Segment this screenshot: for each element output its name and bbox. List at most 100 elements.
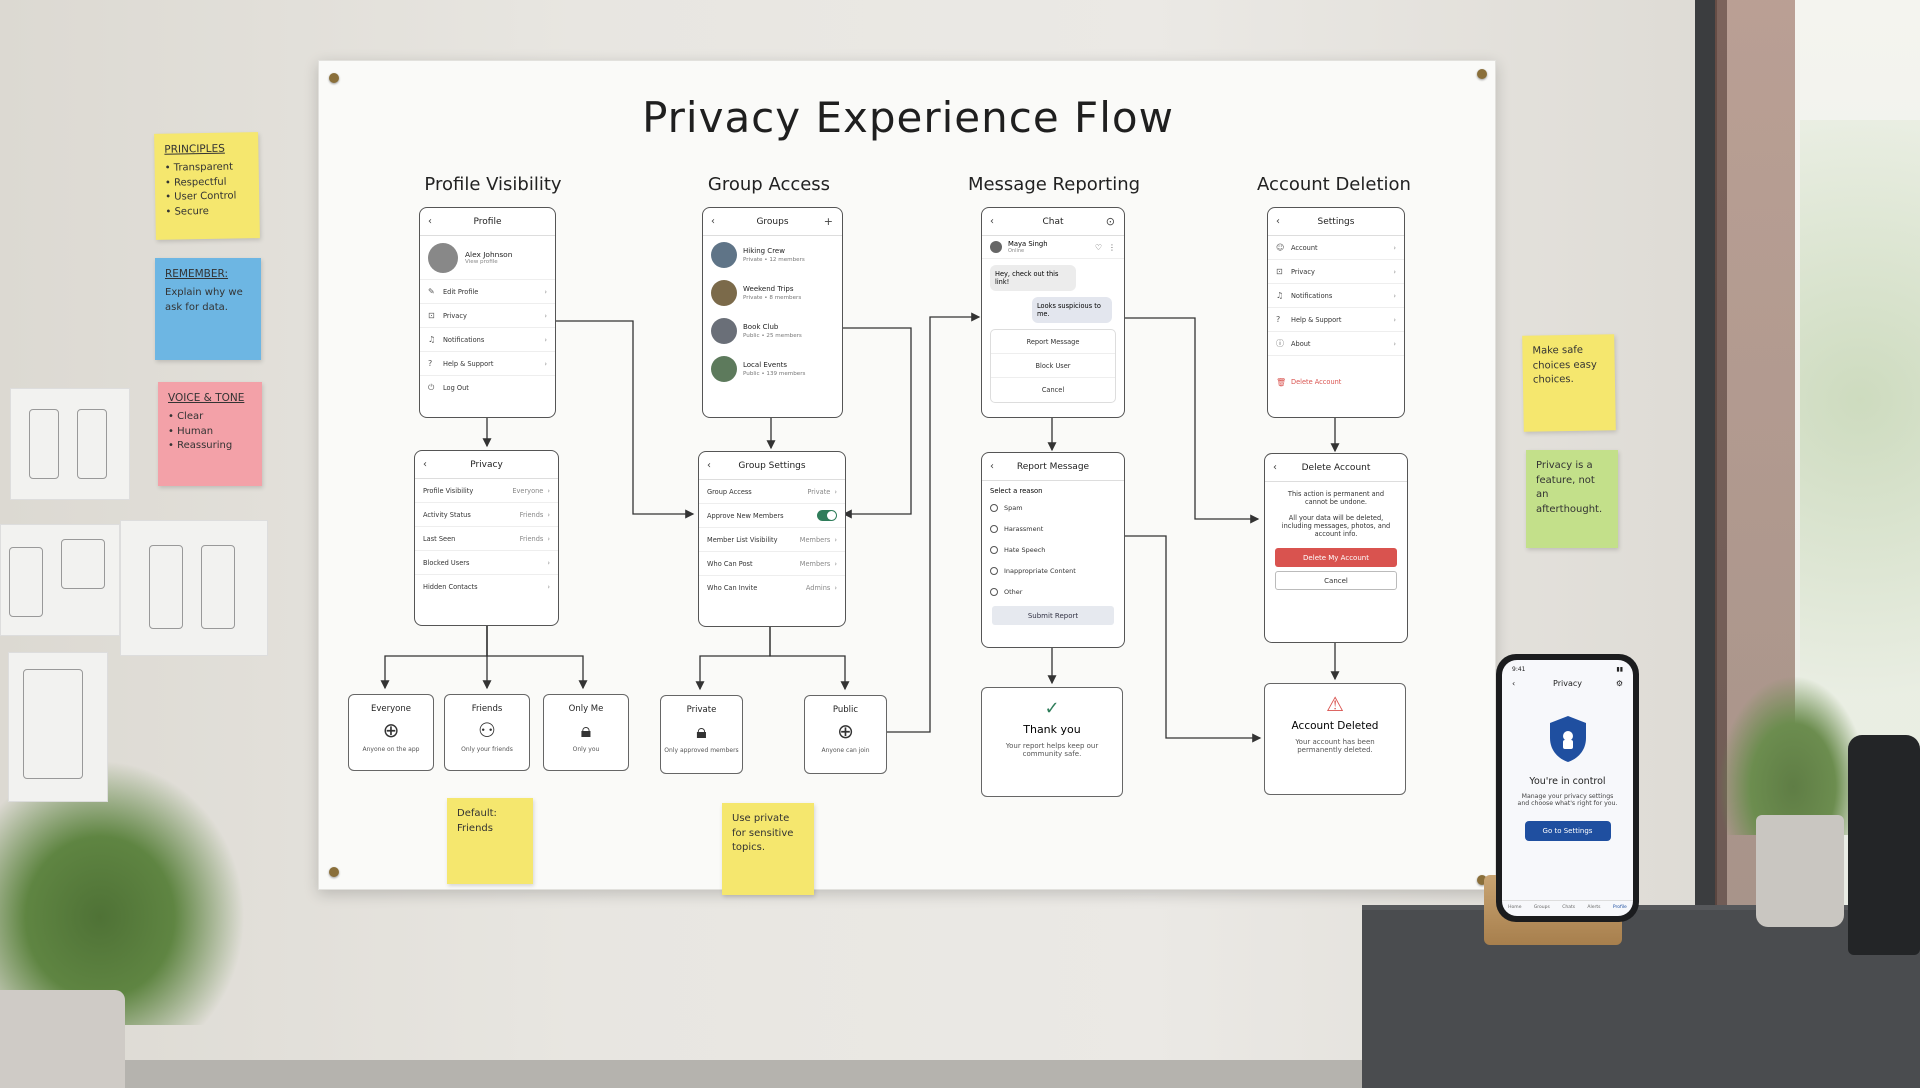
profile-screen: ‹Profile Alex Johnson View profile ✎Edit… [419,207,556,418]
profile-item-notifications[interactable]: ♫Notifications› [420,328,555,352]
settings-gear-icon[interactable]: ⚙ [1615,679,1623,688]
reason-radio[interactable]: Harassment [982,518,1124,539]
logout-icon: ⏻ [428,383,435,392]
delete-warning: This action is permanent and cannot be u… [1287,490,1385,506]
people-icon: ⚇ [478,718,496,742]
option-card-public[interactable]: Public⊕Anyone can join [804,695,887,774]
account-deleted-card: ⚠ Account Deleted Your account has been … [1264,683,1406,795]
thank-you-card: ✓ Thank you Your report helps keep our c… [981,687,1123,797]
help-icon: ? [1276,315,1281,324]
chat-header: Chat [1042,216,1064,227]
tab-alerts[interactable]: Alerts [1587,905,1601,910]
phone-header: Privacy [1553,679,1582,688]
bell-icon: ♫ [1276,291,1284,300]
report-message-action[interactable]: Report Message [991,330,1115,354]
privacy-row-hidden-contacts[interactable]: Hidden Contacts› [423,583,550,591]
reason-radio[interactable]: Other [982,581,1124,602]
approve-toggle[interactable] [817,510,837,521]
message-incoming[interactable]: Hey, check out this link! [990,265,1076,291]
lock-icon: 🔒︎ [696,719,707,743]
delete-info: All your data will be deleted, including… [1281,514,1391,538]
plant-right-pot [1756,815,1844,927]
cancel-button[interactable]: Cancel [1275,571,1397,590]
option-card-private[interactable]: Private🔒︎Only approved members [660,695,743,774]
back-icon[interactable]: ‹ [1512,679,1516,688]
chat-contact: Maya Singh [1008,240,1048,248]
poster-title: Privacy Experience Flow [642,93,1174,142]
sticky-voice-tone: VOICE & TONE • Clear • Human • Reassurin… [158,382,262,486]
sticky-remember: REMEMBER: Explain why we ask for data. [155,258,261,360]
settings-item-account[interactable]: ☺Account› [1268,236,1404,260]
globe-icon: ⊕ [837,719,854,743]
report-prompt: Select a reason [990,487,1043,495]
profile-item-help[interactable]: ?Help & Support› [420,352,555,376]
flow-connectors [380,312,1340,743]
more-icon[interactable]: ⋮ [1108,242,1116,252]
settings-item-notifications[interactable]: ♫Notifications› [1268,284,1404,308]
info-icon[interactable]: ⊙ [1105,215,1115,228]
option-card-only-me[interactable]: Only Me🔒︎Only you [543,694,629,771]
settings-header: Settings [1317,216,1355,227]
thank-you-title: Thank you [1023,723,1081,736]
trash-icon: 🗑︎ [1276,377,1287,387]
phone-text: Manage your privacy settings and choose … [1517,793,1618,807]
settings-screen: ‹ Settings ☺Account› ⊡Privacy› ♫Notificat… [1267,207,1405,418]
profile-item-edit[interactable]: ✎Edit Profile› [420,280,555,304]
add-group-icon[interactable]: + [823,215,833,228]
back-icon[interactable]: ‹ [990,216,994,227]
delete-my-account-button[interactable]: Delete My Account [1275,548,1397,567]
submit-report-button[interactable]: Submit Report [992,606,1114,625]
back-icon[interactable]: ‹ [990,461,994,472]
heart-icon[interactable]: ♡ [1094,242,1102,252]
reason-radio[interactable]: Hate Speech [982,539,1124,560]
cancel-action[interactable]: Cancel [1041,386,1065,394]
settings-item-delete-account[interactable]: 🗑︎Delete Account [1276,377,1342,387]
back-icon[interactable]: ‹ [423,459,427,470]
go-to-settings-button[interactable]: Go to Settings [1524,821,1611,841]
back-icon[interactable]: ‹ [428,216,432,227]
profile-header: Profile [473,216,502,227]
tab-profile[interactable]: Profile [1612,905,1627,910]
option-card-friends[interactable]: Friends⚇Only your friends [444,694,530,771]
profile-item-privacy[interactable]: ⊡Privacy› [420,304,555,328]
tab-groups[interactable]: Groups [1533,905,1550,910]
option-card-everyone[interactable]: Everyone⊕Anyone on the app [348,694,434,771]
privacy-row-blocked-users[interactable]: Blocked Users› [415,551,558,575]
back-icon[interactable]: ‹ [707,460,711,471]
profile-item-logout[interactable]: ⏻Log Out [428,383,469,392]
back-icon[interactable]: ‹ [711,216,715,227]
group-row-approve[interactable]: Approve New Members [699,504,845,528]
lock-icon: 🔒︎ [580,718,592,742]
back-icon[interactable]: ‹ [1276,216,1280,227]
warning-icon: ⚠ [1326,692,1344,716]
delete-account-screen: ‹Delete Account This action is permanent… [1264,453,1408,643]
status-time: 9:41 [1512,666,1526,673]
reason-radio[interactable]: Inappropriate Content [982,560,1124,581]
water-bottle [1848,735,1920,955]
back-icon[interactable]: ‹ [1273,462,1277,473]
report-screen: ‹Report Message Select a reason Spam Har… [981,452,1125,648]
settings-item-privacy[interactable]: ⊡Privacy› [1268,260,1404,284]
profile-name: Alex Johnson [465,250,513,259]
user-icon: ☺ [1276,243,1285,252]
tab-home[interactable]: Home [1508,905,1522,910]
settings-item-help[interactable]: ?Help & Support› [1268,308,1404,332]
message-outgoing: Looks suspicious to me. [1032,297,1112,323]
desk [1362,910,1920,1088]
reason-radio[interactable]: Spam [982,497,1124,518]
tab-chats[interactable]: Chats [1562,905,1576,910]
block-user-action[interactable]: Block User [991,354,1115,378]
